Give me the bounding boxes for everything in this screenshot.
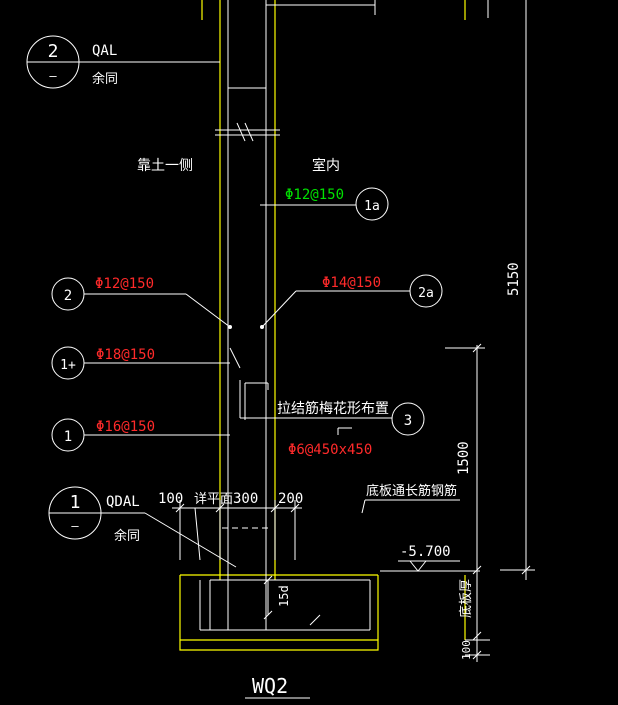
rebar-callout-1a: 1a Φ12@150 xyxy=(260,187,389,221)
soil-side-label: 靠土一侧 xyxy=(137,158,193,174)
elevation-marker xyxy=(380,560,480,572)
rebar-2a-mark: 2a xyxy=(418,286,434,301)
dim-bottom-cover: 100 xyxy=(460,640,473,660)
callout-qal-sub: – xyxy=(49,69,57,83)
rebar-1plus-spec: Φ18@150 xyxy=(96,347,155,363)
dim-anchor: 15d xyxy=(277,585,291,607)
dim-width-right: 200 xyxy=(278,491,303,507)
dim-see-plan: 详平面 xyxy=(194,492,233,507)
rebar-callout-1: 1 Φ16@150 xyxy=(51,418,230,452)
rebar-1-mark: 1 xyxy=(64,429,72,445)
rebar-2-spec: Φ12@150 xyxy=(95,276,154,292)
rebar-callout-3: 3 拉结筋梅花形布置 Φ6@450x450 xyxy=(239,380,425,458)
elevation-label: -5.700 xyxy=(400,544,451,560)
rebar-3-mark: 3 xyxy=(404,413,412,429)
dim-width-mid: 300 xyxy=(233,491,258,507)
dim-height-lower: 1500 xyxy=(456,441,472,475)
callout-qdal-sub: – xyxy=(71,519,79,533)
drawing-title: WQ2 xyxy=(252,674,288,698)
bottom-slab-thickness-label: 底板厚 xyxy=(458,579,474,618)
callout-qdal-code: QDAL xyxy=(106,494,140,510)
wall-outline xyxy=(179,0,466,651)
bottom-slab-rebar-leader xyxy=(361,499,460,514)
rebar-callout-2a: 2a Φ14@150 xyxy=(260,274,443,329)
callout-qdal-note: 余同 xyxy=(114,528,140,544)
callout-qal-note: 余同 xyxy=(92,71,118,87)
callout-qal-mark: 2 xyxy=(48,41,59,62)
rebar-1-spec: Φ16@150 xyxy=(96,419,155,435)
dim-height-total: 5150 xyxy=(506,262,522,296)
rebar-2a-spec: Φ14@150 xyxy=(322,275,381,291)
anchor-dimension xyxy=(263,575,273,620)
bottom-slab-rebar-label: 底板通长筋钢筋 xyxy=(366,483,457,499)
rebar-3-spec: Φ6@450x450 xyxy=(288,442,372,458)
rebar-2-mark: 2 xyxy=(64,288,72,304)
dim-width-left: 100 xyxy=(158,491,183,507)
rebar-callout-2: 2 Φ12@150 xyxy=(51,276,232,329)
rebar-1plus-mark: 1+ xyxy=(60,358,76,373)
rebar-lines xyxy=(199,0,376,631)
rebar-1a-mark: 1a xyxy=(364,199,380,214)
height-dimensions xyxy=(445,0,535,662)
indoor-side-label: 室内 xyxy=(312,157,340,174)
rebar-1a-spec: Φ12@150 xyxy=(285,187,344,203)
tie-bars-note: 拉结筋梅花形布置 xyxy=(277,400,389,417)
callout-qdal: 1 – QDAL 余同 xyxy=(48,486,237,568)
callout-qdal-mark: 1 xyxy=(70,492,81,513)
callout-qal: 2 – QAL 余同 xyxy=(26,35,220,89)
width-dimensions xyxy=(172,500,302,561)
callout-qal-code: QAL xyxy=(92,43,117,59)
rebar-callout-1plus: 1+ Φ18@150 xyxy=(51,346,241,380)
